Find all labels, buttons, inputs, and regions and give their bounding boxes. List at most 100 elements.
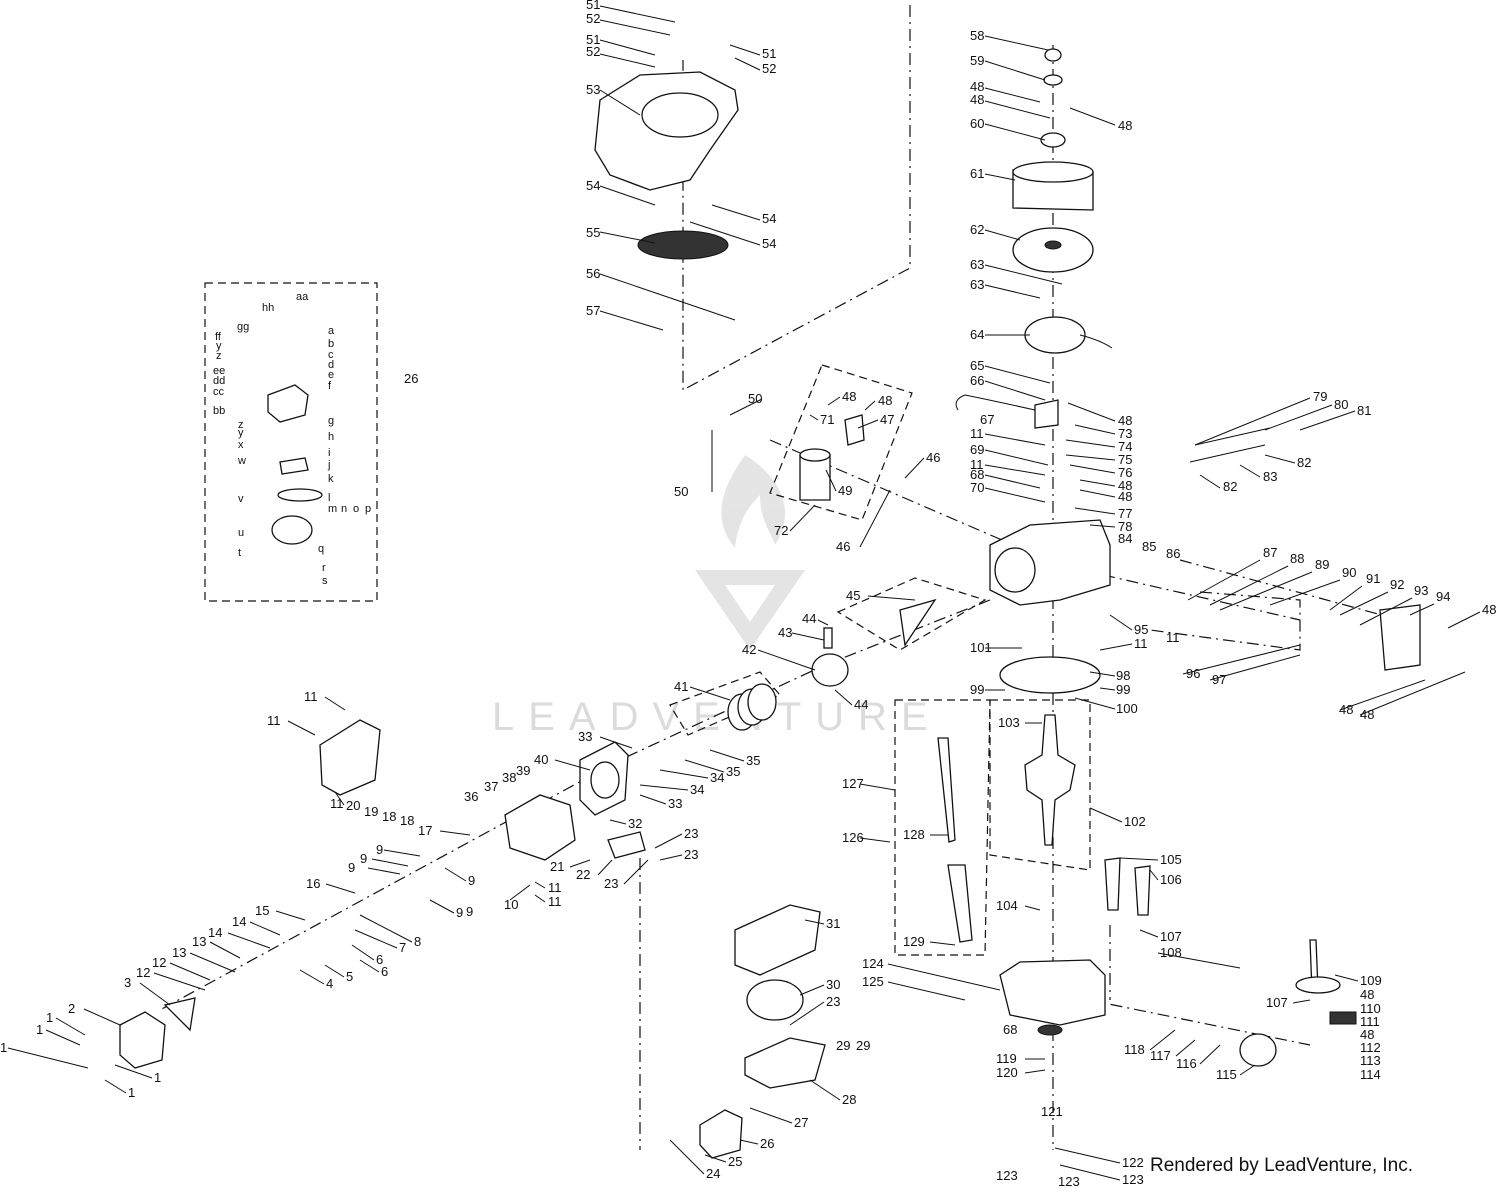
part-number-94: 94	[1436, 589, 1450, 604]
part-number-110: 110	[1360, 1001, 1381, 1016]
part-number-52: 52	[762, 61, 776, 76]
part-number-41: 41	[674, 679, 688, 694]
part-number-77: 77	[1118, 506, 1132, 521]
part-number-123: 123	[1058, 1174, 1080, 1188]
part-number-28: 28	[842, 1092, 856, 1107]
part-number-53: 53	[586, 82, 600, 97]
leader-lines	[7, 5, 1481, 1181]
carb-part-letter-ff: ff	[215, 331, 222, 343]
part-number-101: 101	[970, 640, 992, 655]
watermark-text: LEADVENTURE	[492, 695, 942, 739]
part-number-11: 11	[304, 689, 318, 704]
part-number-15: 15	[255, 903, 269, 918]
part-number-54: 54	[586, 178, 600, 193]
head-gasket-bore	[590, 761, 620, 799]
starter-cup	[1040, 132, 1066, 148]
cylinder-bore	[994, 547, 1036, 593]
part-number-34: 34	[690, 782, 704, 797]
part-number-57: 57	[586, 303, 600, 318]
part-number-74: 74	[1118, 439, 1132, 454]
part-number-87: 87	[1263, 545, 1277, 560]
part-number-12: 12	[152, 955, 166, 970]
carb-part-letter-g: g	[328, 415, 334, 427]
carb-part-letter-i: i	[328, 447, 330, 459]
part-number-13: 13	[172, 945, 186, 960]
part-number-11: 11	[548, 894, 562, 909]
render-credit: Rendered by LeadVenture, Inc.	[1150, 1155, 1414, 1176]
part-number-11: 11	[970, 457, 984, 472]
part-number-80: 80	[1334, 397, 1348, 412]
part-number-100: 100	[1116, 701, 1138, 716]
part-number-68: 68	[970, 467, 984, 482]
oil-fill-tube	[947, 864, 973, 943]
carb-part-letter-b: b	[328, 338, 334, 350]
part-number-46: 46	[926, 450, 940, 465]
bowl-gasket	[277, 488, 323, 502]
part-number-55: 55	[586, 225, 600, 240]
part-number-68: 68	[1003, 1022, 1017, 1037]
part-number-82: 82	[1297, 455, 1311, 470]
part-number-1: 1	[36, 1022, 43, 1037]
carb-part-letter-gg: gg	[237, 321, 249, 333]
part-number-30: 30	[826, 977, 840, 992]
part-number-54: 54	[762, 211, 776, 226]
cam-gear	[1295, 976, 1341, 994]
carb-part-letter-h: h	[328, 431, 334, 443]
part-number-51: 51	[762, 46, 776, 61]
part-number-18: 18	[382, 809, 396, 824]
rotating-screen	[637, 230, 729, 260]
part-number-23: 23	[684, 847, 698, 862]
part-number-96: 96	[1186, 666, 1200, 681]
part-number-106: 106	[1160, 872, 1182, 887]
control-bracket	[1379, 604, 1421, 671]
part-number-14: 14	[208, 925, 222, 940]
piston-rings	[727, 683, 777, 731]
part-number-9: 9	[376, 842, 383, 857]
part-number-48: 48	[1118, 413, 1132, 428]
part-number-56: 56	[586, 266, 600, 281]
part-number-51: 51	[586, 32, 600, 47]
tappet-left	[1104, 857, 1121, 911]
part-number-23: 23	[604, 876, 618, 891]
watermark-flame-logo	[721, 455, 785, 548]
part-number-35: 35	[746, 753, 760, 768]
carb-part-letter-e: e	[328, 369, 334, 381]
carb-part-letter-d: d	[328, 359, 334, 371]
carb-part-letter-t: t	[238, 547, 241, 559]
part-number-109: 109	[1360, 973, 1382, 988]
part-number-32: 32	[628, 816, 642, 831]
part-number-124: 124	[862, 956, 884, 971]
part-number-8: 8	[414, 934, 421, 949]
part-number-81: 81	[1357, 403, 1371, 418]
part-number-64: 64	[970, 327, 984, 342]
carb-part-letter-k: k	[328, 473, 334, 485]
carburetor-detail-body	[267, 384, 309, 423]
oil-pan-sump	[999, 959, 1106, 1026]
carb-part-letter-hh: hh	[262, 302, 274, 314]
carb-part-letter-r: r	[322, 562, 326, 574]
part-number-48: 48	[1118, 118, 1132, 133]
part-number-23: 23	[684, 826, 698, 841]
carb-part-letter-dd: dd	[213, 375, 225, 387]
part-number-75: 75	[1118, 452, 1132, 467]
part-number-50: 50	[748, 391, 762, 406]
part-number-50: 50	[674, 484, 688, 499]
part-number-128: 128	[903, 827, 925, 842]
part-number-86: 86	[1166, 546, 1180, 561]
carb-part-letter-o: o	[353, 503, 359, 515]
part-number-1: 1	[128, 1085, 135, 1100]
part-number-84: 84	[1118, 531, 1132, 546]
carb-part-letter-c: c	[328, 349, 334, 361]
part-number-102: 102	[1124, 814, 1146, 829]
part-number-35: 35	[726, 764, 740, 779]
tappet-right	[1134, 865, 1151, 916]
watermark: LEADVENTURE	[492, 455, 942, 739]
part-number-115: 115	[1216, 1067, 1237, 1082]
part-number-126: 126	[842, 830, 864, 845]
cylinder-head	[504, 794, 576, 861]
part-number-18: 18	[400, 813, 414, 828]
part-number-93: 93	[1414, 583, 1428, 598]
